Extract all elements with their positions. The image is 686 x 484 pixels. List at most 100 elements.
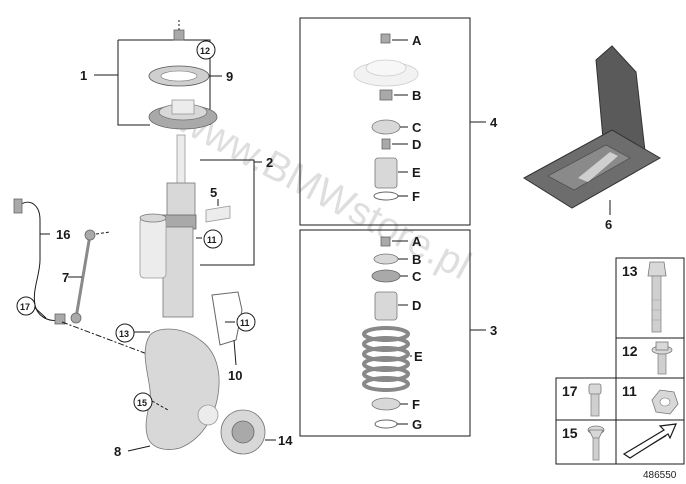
box3-f-part (371, 397, 401, 411)
bracket-1 (118, 39, 211, 125)
box3-label-e: E (414, 349, 423, 364)
strut-mount-hub (171, 99, 195, 115)
steering-knuckle-part (144, 328, 220, 450)
callout-10: 10 (228, 368, 242, 383)
legend-cell-arrow (615, 419, 685, 465)
box4-mount-ghost-top (365, 59, 407, 77)
callout-13: 13 (119, 329, 129, 339)
box4-a-part (380, 33, 391, 44)
box4-label-f: F (412, 189, 420, 204)
box4-label-d: D (412, 137, 421, 152)
bracket-2 (200, 159, 255, 266)
box-3: 3 A B C D E F G (299, 229, 497, 437)
leader-8 (127, 445, 151, 452)
box3-label-g: G (412, 417, 422, 432)
box3-c-part (371, 269, 401, 283)
reservoir-cap (139, 213, 167, 223)
toolkit-case-icon: 6 (523, 45, 662, 232)
shock-body (162, 226, 194, 318)
shock-upper (166, 182, 196, 220)
link-top-ball (84, 229, 96, 241)
callout-15-ring (133, 392, 153, 412)
callout-14: 14 (278, 433, 293, 448)
sensor-wire (19, 201, 61, 321)
leader-17 (33, 306, 47, 319)
callout-2: 2 (266, 155, 273, 170)
box4-b-part (379, 89, 393, 101)
arrow-icon (622, 423, 677, 459)
flange-bolt-icon (651, 341, 673, 375)
callout-11b: 11 (240, 318, 250, 328)
callout-15: 15 (137, 398, 147, 408)
callout-11a-ring (203, 229, 223, 249)
case-tool (578, 152, 618, 182)
legend-11: 11 (622, 383, 637, 399)
callout-3: 3 (490, 323, 497, 338)
top-nut (173, 29, 185, 41)
box-3-frame (299, 229, 471, 437)
callout-17: 17 (20, 302, 30, 312)
box3-b-part (373, 253, 399, 265)
legend-17: 17 (562, 383, 578, 399)
box4-f-part (373, 191, 399, 201)
sensor-plug (13, 198, 23, 214)
box4-label-b: B (412, 88, 421, 103)
axis-sensor (61, 321, 151, 356)
box4-label-c: C (412, 120, 422, 135)
sensor-head (54, 313, 66, 325)
callout-8: 8 (114, 444, 121, 459)
bracket-1-bottom (117, 40, 150, 126)
spring-icon (362, 326, 410, 392)
callout-16: 16 (56, 227, 70, 242)
bolt-icon (647, 261, 667, 333)
box3-label-d: D (412, 298, 421, 313)
callout-6: 6 (605, 217, 612, 232)
box4-label-e: E (412, 165, 421, 180)
strut-assembly (13, 20, 276, 455)
legend-12: 12 (622, 343, 638, 359)
box3-d-part (374, 291, 398, 321)
box3-label-b: B (412, 252, 421, 267)
legend-15: 15 (562, 425, 578, 441)
reservoir (139, 217, 167, 279)
bearing-ring-inner (160, 70, 198, 82)
callout-12: 12 (200, 46, 210, 56)
callout-17-ring (16, 296, 36, 316)
callout-12-ring (196, 40, 216, 60)
box4-label-a: A (412, 33, 422, 48)
callout-5: 5 (210, 185, 217, 200)
callout-13-ring (115, 323, 135, 343)
callout-9: 9 (226, 69, 233, 84)
callout-4: 4 (490, 115, 498, 130)
legend-13: 13 (622, 263, 638, 279)
piston-rod (176, 134, 186, 186)
main-callouts: 1 12 9 2 5 11 16 7 17 13 11 10 15 8 14 (16, 40, 293, 459)
box4-d-part (381, 138, 391, 150)
box4-c-part (371, 119, 401, 135)
link-bottom-ball (70, 312, 82, 324)
reference-number: 486550 (643, 470, 677, 481)
callout-7: 7 (62, 270, 69, 285)
link-axis (95, 231, 111, 235)
box3-a-part (380, 236, 391, 247)
knuckle-bore (197, 404, 219, 426)
countersunk-screw-icon (587, 425, 605, 461)
callout-11a: 11 (207, 235, 217, 245)
callout-11b-ring (236, 312, 256, 332)
wheel-hub-center (231, 420, 255, 444)
clamp-part (205, 205, 231, 223)
fastener-legend: 13 12 17 11 15 (555, 257, 685, 465)
box3-label-f: F (412, 397, 420, 412)
box3-g-part (374, 419, 398, 429)
leader-15 (151, 400, 169, 411)
box3-label-c: C (412, 269, 422, 284)
callout-1: 1 (80, 68, 87, 83)
socket-screw-icon (588, 383, 602, 417)
stabilizer-link-part (74, 234, 92, 319)
box-4: 4 A B C D E F (299, 17, 498, 226)
box4-e-part (374, 157, 398, 189)
box3-label-a: A (412, 234, 422, 249)
leader-10 (233, 339, 237, 366)
